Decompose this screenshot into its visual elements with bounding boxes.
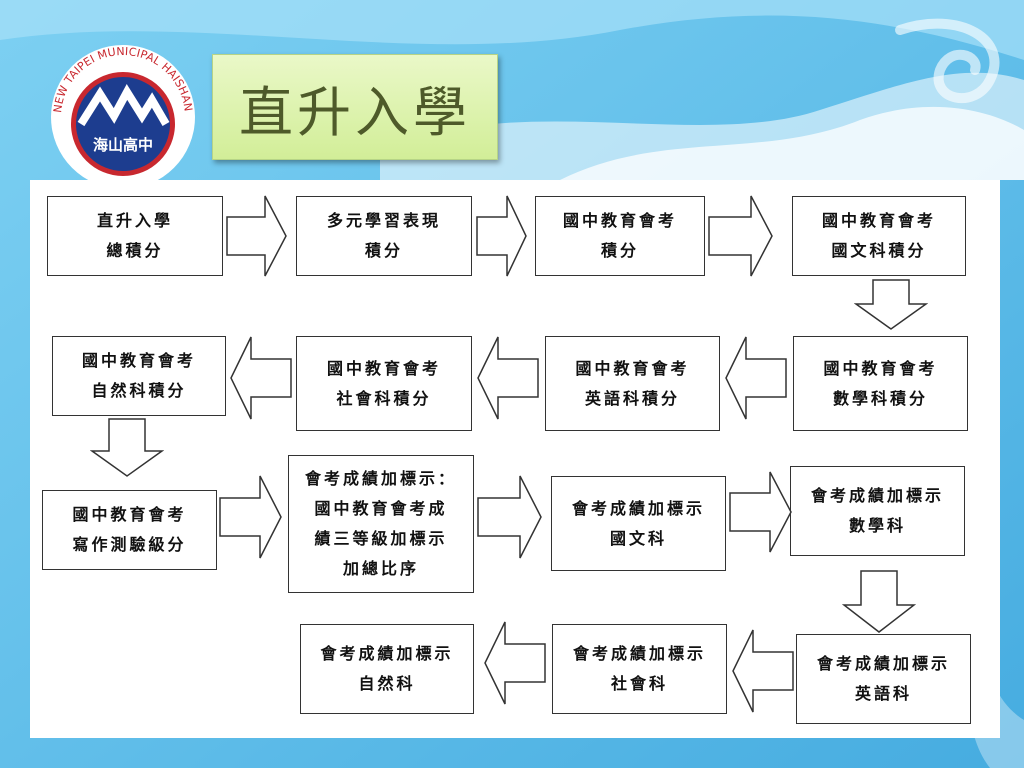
flow-arrow-left [230, 336, 292, 420]
flow-arrow-left [732, 629, 794, 713]
flow-node-math-score: 國中教育會考 數學科積分 [793, 336, 968, 431]
page-title: 直升入學 [239, 80, 471, 144]
node-label: 國中教育會考 英語科積分 [575, 358, 690, 408]
flow-node-science-score: 國中教育會考 自然科積分 [52, 336, 226, 416]
node-label: 國中教育會考 國文科積分 [821, 211, 936, 260]
node-label: 國中教育會考 積分 [562, 211, 677, 260]
flow-node-total-score: 直升入學 總積分 [47, 196, 223, 276]
node-label: 國中教育會考 社會科積分 [326, 358, 441, 408]
node-label: 會考成績加標示 數學科 [810, 486, 944, 535]
flow-arrow-down [854, 279, 928, 330]
node-label: 會考成績加標示 英語科 [816, 654, 950, 703]
title-box: 直升入學 [212, 54, 498, 160]
node-label: 國中教育會考 數學科積分 [823, 358, 938, 408]
flow-arrow-right [729, 471, 792, 553]
node-label: 多元學習表現 積分 [326, 211, 441, 260]
flow-node-writing-score: 國中教育會考 寫作測驗級分 [42, 490, 217, 570]
node-label: 會考成績加標示 自然科 [320, 644, 454, 693]
node-label: 國中教育會考 寫作測驗級分 [72, 505, 187, 554]
flow-node-marked-science: 會考成績加標示 自然科 [300, 624, 474, 714]
flow-node-marked-math: 會考成績加標示 數學科 [790, 466, 965, 556]
flow-arrow-right [477, 475, 542, 559]
logo-center-text: 海山高中 [93, 136, 153, 154]
flow-arrow-right [708, 195, 773, 277]
flow-arrow-right [226, 195, 287, 277]
flow-node-chinese-score: 國中教育會考 國文科積分 [792, 196, 966, 276]
flow-node-multi-learning-score: 多元學習表現 積分 [296, 196, 472, 276]
flow-arrow-down [842, 570, 916, 633]
flow-node-cap-score: 國中教育會考 積分 [535, 196, 705, 276]
flow-arrow-left [477, 336, 539, 420]
flow-arrow-down [90, 418, 164, 477]
flow-arrow-left [725, 336, 787, 420]
node-label: 國中教育會考 自然科積分 [81, 351, 196, 400]
node-label: 會考成績加標示： 國中教育會考成 績三等級加標示 加總比序 [304, 469, 457, 578]
flow-node-marked-chinese: 會考成績加標示 國文科 [551, 476, 726, 571]
node-label: 會考成績加標示 社會科 [572, 644, 706, 693]
flow-node-social-score: 國中教育會考 社會科積分 [296, 336, 472, 431]
flow-arrow-left [484, 621, 546, 705]
flow-node-marked-english: 會考成績加標示 英語科 [796, 634, 971, 724]
node-label: 直升入學 總積分 [96, 211, 173, 260]
flow-arrow-right [476, 195, 527, 277]
node-label: 會考成績加標示 國文科 [571, 498, 705, 548]
school-logo: NEW TAIPEI MUNICIPAL HAISHAN HIGH SCHOOL… [48, 42, 195, 189]
flow-node-marked-social: 會考成績加標示 社會科 [552, 624, 727, 714]
flow-node-english-score: 國中教育會考 英語科積分 [545, 336, 720, 431]
flow-arrow-right [219, 475, 282, 559]
flow-node-marked-total-ranking: 會考成績加標示： 國中教育會考成 績三等級加標示 加總比序 [288, 455, 474, 593]
